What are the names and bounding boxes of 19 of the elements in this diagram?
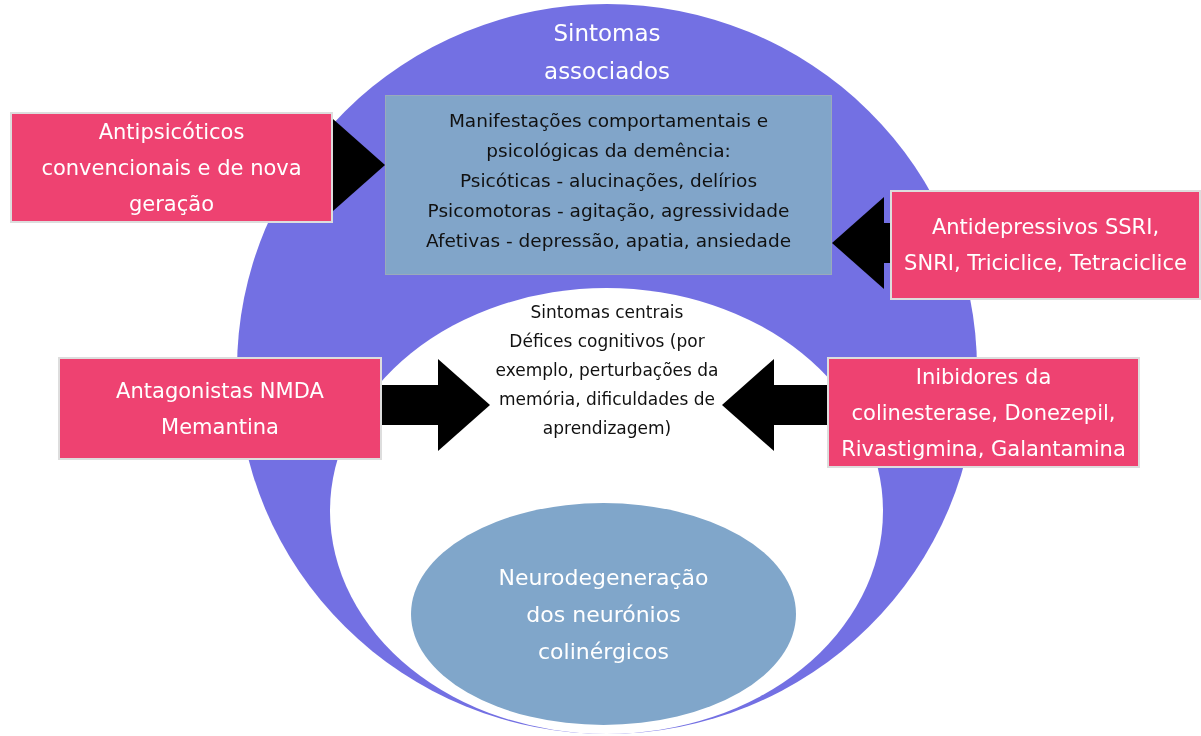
- drug-box: [58, 357, 382, 460]
- group-title: Sintomas centrais: [529, 301, 685, 324]
- block-arrow: [333, 119, 385, 211]
- core-label: Neurodegeneração dos neurónios colinérgicos: [497, 563, 710, 666]
- info-box: [385, 95, 832, 275]
- symptom-line: Afetivas - depressão, apatia, ansiedade: [424, 229, 793, 253]
- symptom-description: Défices cognitivos (por exemplo, perturbações da memória, dificuldades de aprendizagem): [494, 330, 720, 440]
- drug-label: Antidepressivos SSRI, SNRI, Triciclice, Tetraciclice: [904, 214, 1187, 277]
- symptom-line: Psicóticas - alucinações, delírios: [459, 169, 758, 193]
- block-arrow: [832, 197, 890, 289]
- symptom-line: Psicomotoras - agitação, agressividade: [426, 199, 791, 223]
- group-title: Sintomas associados: [543, 19, 671, 86]
- drug-box: [890, 190, 1201, 300]
- drug-box: [10, 112, 333, 223]
- box-heading: Manifestações comportamentais e psicológicas da demência:: [447, 109, 770, 163]
- drug-box: [827, 357, 1140, 468]
- drug-label: Antipsicóticos convencionais e de nova geração: [40, 118, 303, 218]
- drug-label: Antagonistas NMDA Memantina: [115, 377, 325, 441]
- drug-label: Inibidores da colinesterase, Donezepil, Rivastigmina, Galantamina: [841, 363, 1126, 463]
